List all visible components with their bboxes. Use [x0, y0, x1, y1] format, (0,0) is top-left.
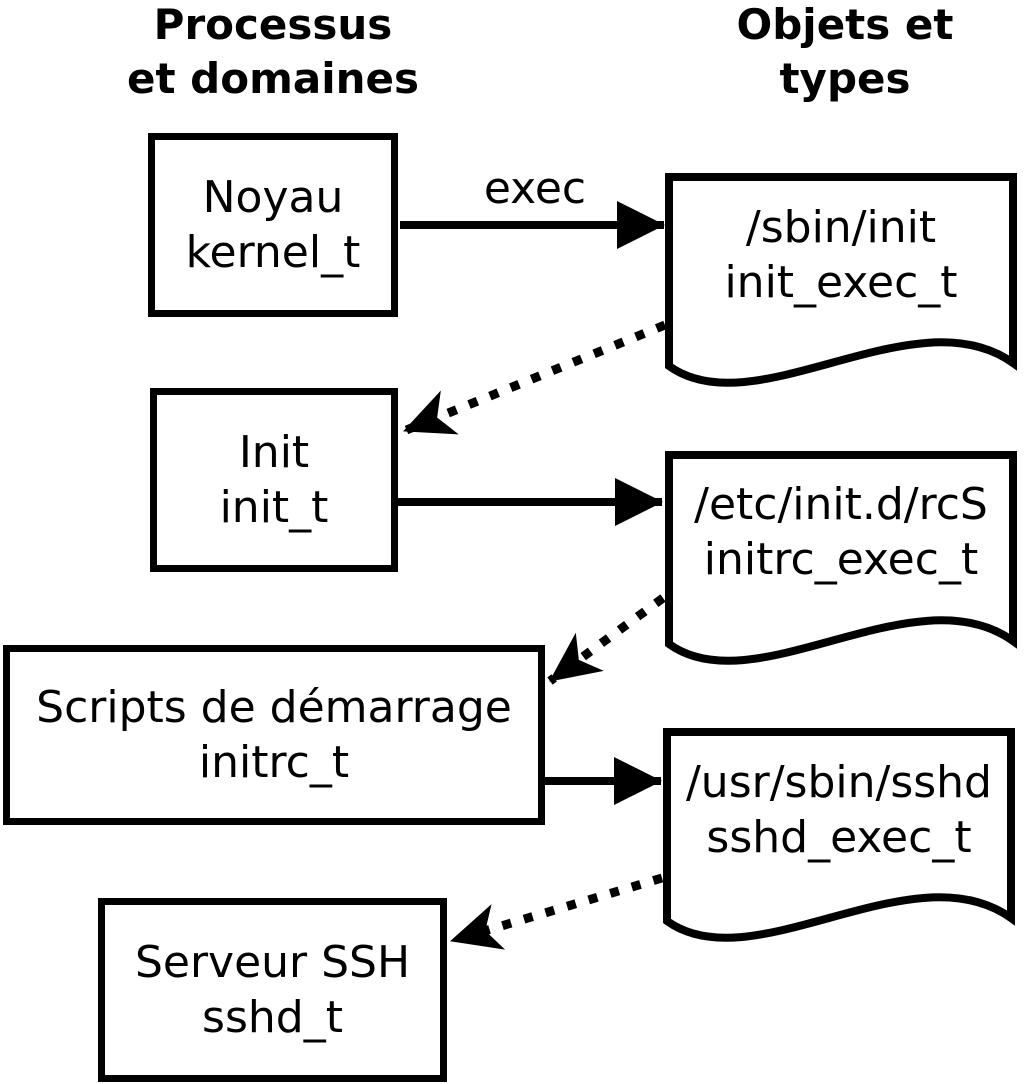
transition-arrow-sshd-exec-to-sshd [449, 873, 664, 950]
column-header-processes-line1: Processus [153, 0, 393, 49]
object-type: init_exec_t [724, 257, 958, 308]
process-node-initrc: Scripts de démarrage initrc_t [3, 645, 545, 825]
process-domain: initrc_t [198, 737, 350, 788]
document-shape-initrc-exec [665, 451, 1017, 665]
process-name: Scripts de démarrage [36, 682, 512, 733]
process-name: Noyau [202, 172, 344, 223]
object-node-initrc-exec: /etc/init.d/rcS initrc_exec_t [666, 477, 1016, 587]
object-path: /usr/sbin/sshd [685, 757, 992, 808]
column-header-objects: Objets et types [635, 0, 1024, 106]
object-type: sshd_exec_t [706, 812, 972, 863]
transition-arrow-initrc-exec-to-initrc [547, 594, 666, 685]
transition-arrow-init-exec-to-init [402, 320, 667, 436]
object-node-sshd-exec: /usr/sbin/sshd sshd_exec_t [664, 755, 1014, 865]
process-node-sshd: Serveur SSH sshd_t [98, 898, 447, 1082]
object-node-init-exec: /sbin/init init_exec_t [666, 200, 1016, 310]
process-name: Init [238, 427, 310, 478]
process-name: Serveur SSH [134, 937, 411, 988]
process-node-kernel: Noyau kernel_t [148, 133, 398, 317]
object-path: /sbin/init [745, 202, 937, 253]
document-shape-init-exec [665, 173, 1017, 387]
column-header-objects-line1: Objets et [736, 0, 954, 49]
object-path: /etc/init.d/rcS [694, 479, 988, 530]
process-domain: kernel_t [185, 227, 361, 278]
column-header-objects-line2: types [779, 54, 911, 103]
process-domain: init_t [219, 482, 329, 533]
object-type: initrc_exec_t [703, 534, 979, 585]
column-header-processes: Processus et domaines [63, 0, 483, 106]
process-node-init: Init init_t [150, 388, 398, 572]
column-header-processes-line2: et domaines [127, 54, 419, 103]
document-shape-sshd-exec [663, 728, 1015, 942]
exec-arrow-label: exec [483, 163, 587, 214]
process-domain: sshd_t [202, 992, 343, 1043]
